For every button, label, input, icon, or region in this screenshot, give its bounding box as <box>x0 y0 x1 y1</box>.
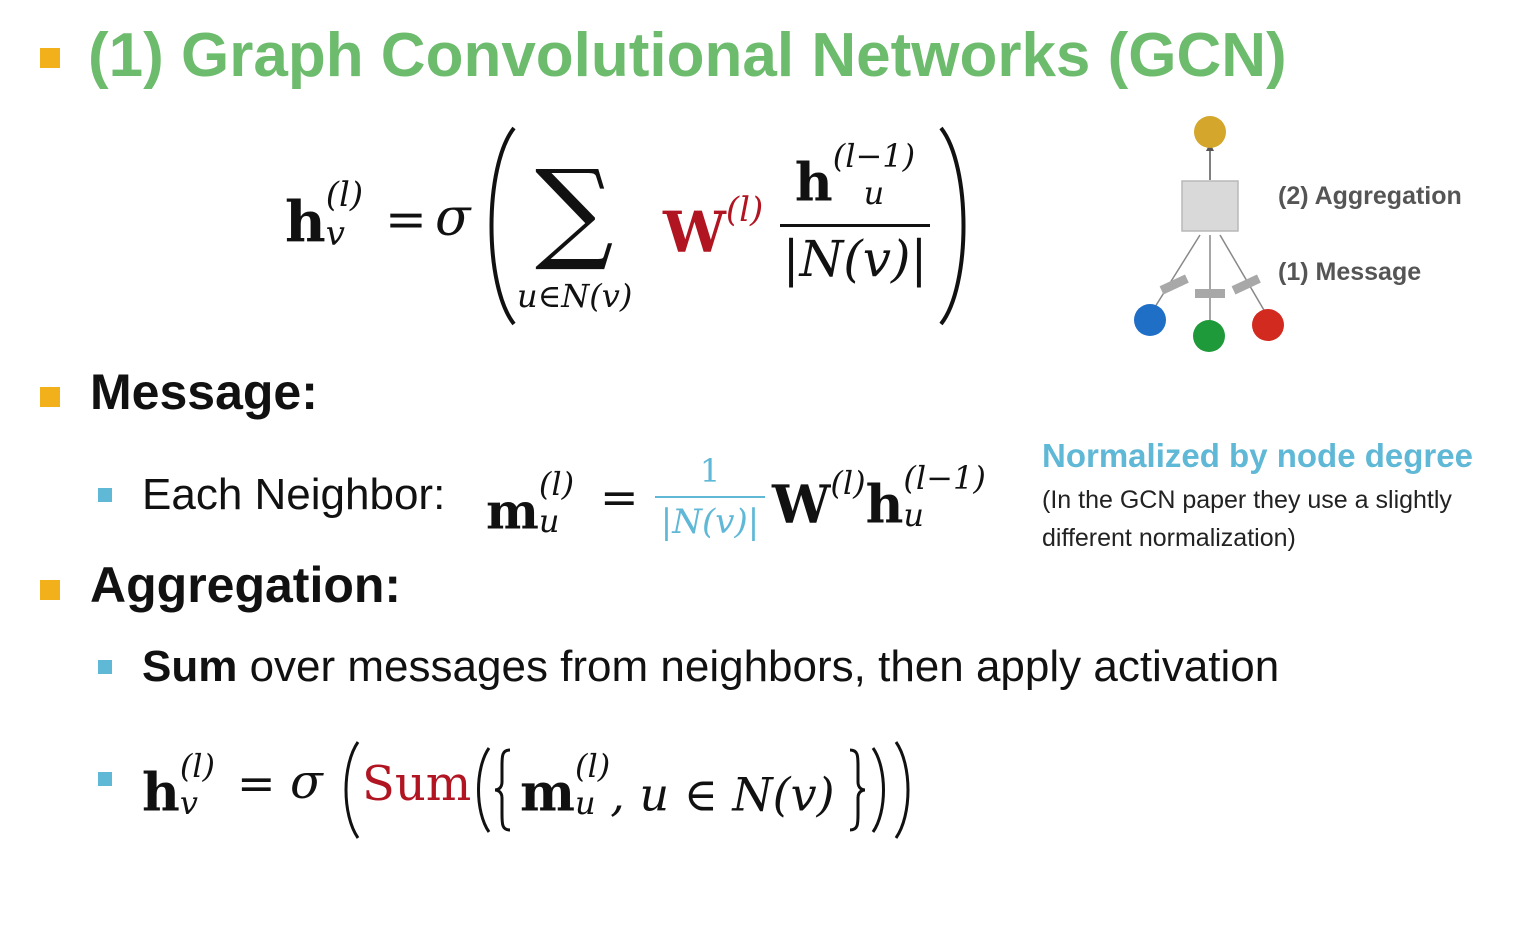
main-eq-frac-den: |N(v)| <box>782 230 928 288</box>
aggregation-item2-bullet <box>98 772 112 786</box>
message-bar-middle <box>1195 289 1225 298</box>
message-bullet <box>40 387 60 407</box>
agg-eq-equals: = <box>237 756 276 810</box>
message-h-symbol: h <box>865 474 904 536</box>
agg-eq-paren-left-inner <box>477 747 491 833</box>
message-frac-num: 1 <box>699 452 721 490</box>
aggregation-item1-rest: over messages from neighbors, then apply… <box>237 642 1280 691</box>
top-node <box>1194 116 1226 148</box>
aggregation-heading: Aggregation: <box>90 557 402 613</box>
agg-eq-sum: Sum <box>362 756 472 812</box>
agg-eq-brace-left <box>494 748 511 832</box>
agg-eq-m: m <box>520 762 576 824</box>
main-eq-weight-sup: (l) <box>725 190 764 230</box>
message-item-prefix: Each Neighbor: <box>142 470 446 519</box>
aggregation-item1-bullet <box>98 660 112 674</box>
main-eq-weight: W <box>663 199 726 266</box>
message-frac-line <box>655 496 765 498</box>
main-eq-sum-under: u∈N(v) <box>517 277 633 315</box>
main-eq-equals: = <box>385 190 427 248</box>
agg-eq-paren-right-inner <box>871 747 885 833</box>
agg-eq-m-sup: (l) <box>575 747 611 785</box>
aggregation-item1-text: Sum over messages from neighbors, then a… <box>142 642 1279 692</box>
message-h-sub: u <box>903 495 925 534</box>
red-neighbor-node <box>1252 309 1284 341</box>
main-eq-sum-symbol: ∑ <box>535 146 614 274</box>
agg-eq-tail: , u ∈ N(v) <box>610 767 835 822</box>
main-eq-lhs-h: h <box>285 189 326 256</box>
green-neighbor-node <box>1193 320 1225 352</box>
aggregation-item1-bold: Sum <box>142 642 238 691</box>
main-equation: h(l)v = σ ∑ u∈N(v) W(l) h(l−1)u |N(v)| <box>285 120 985 330</box>
message-bar-left <box>1159 274 1189 295</box>
normalization-note-line1: (In the GCN paper they use a slightly <box>1042 486 1452 514</box>
message-w-symbol: W <box>772 474 831 536</box>
main-eq-right-paren <box>939 126 966 326</box>
main-eq-frac-line <box>780 224 930 227</box>
message-bar-right <box>1231 274 1261 295</box>
aggregation-equation: h(l)v = σ Sum m(l)u, u ∈ N(v) <box>142 740 942 840</box>
main-eq-lhs-sup: (l) <box>325 175 364 215</box>
aggregation-box <box>1181 180 1239 232</box>
agg-eq-paren-right-outer <box>894 741 910 839</box>
normalization-note-title: Normalized by node degree <box>1042 437 1473 474</box>
agg-eq-m-sub: u <box>575 783 596 822</box>
main-eq-frac-num-sub: u <box>863 173 885 212</box>
message-m-sup: (l) <box>538 465 575 503</box>
blue-neighbor-node <box>1134 304 1166 336</box>
main-eq-lhs-sub: v <box>325 214 345 255</box>
message-h-sup: (l−1) <box>903 459 986 497</box>
message-m-sub: u <box>538 501 560 540</box>
agg-eq-h-sub: v <box>179 783 198 822</box>
message-m-symbol: m <box>486 481 539 541</box>
diagram-message-label: (1) Message <box>1278 258 1422 286</box>
agg-eq-h-sup: (l) <box>179 747 216 785</box>
agg-eq-sigma: σ <box>290 754 323 810</box>
slide-title: (1) Graph Convolutional Networks (GCN) <box>88 21 1287 90</box>
gcn-diagram <box>1134 116 1284 352</box>
message-equals: = <box>600 470 639 524</box>
message-frac-den: |N(v)| <box>660 502 760 542</box>
aggregation-bullet <box>40 580 60 600</box>
agg-eq-brace-right <box>849 748 866 832</box>
agg-eq-paren-left-outer <box>344 741 360 839</box>
message-item-bullet <box>98 488 112 502</box>
message-heading: Message: <box>90 364 318 420</box>
main-eq-frac-num-sup: (l−1) <box>832 137 916 175</box>
main-eq-sigma: σ <box>435 188 471 248</box>
message-w-sup: (l) <box>830 463 866 502</box>
normalization-note-line2: different normalization) <box>1042 524 1296 552</box>
main-eq-left-paren <box>489 126 516 326</box>
main-eq-frac-num-h: h <box>794 152 833 214</box>
diagram-aggregation-label: (2) Aggregation <box>1278 182 1462 210</box>
title-bullet <box>40 48 60 68</box>
agg-eq-h: h <box>142 762 180 824</box>
